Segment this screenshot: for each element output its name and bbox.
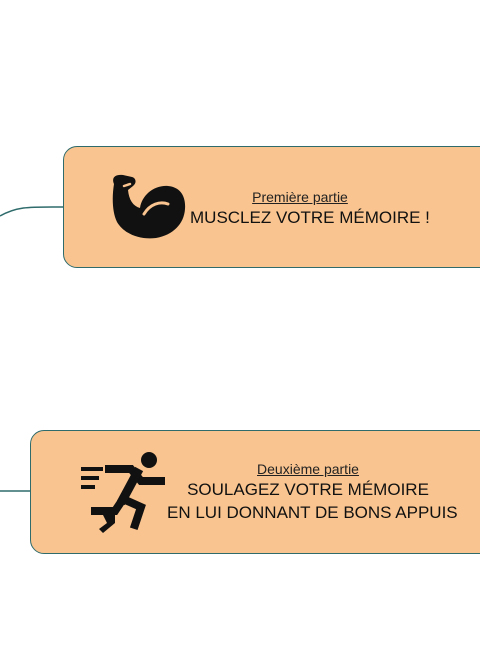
node-text-part-1: Première partie MUSCLEZ VOTRE MÉMOIRE ! xyxy=(190,188,430,229)
node-subtitle: Deuxième partie xyxy=(257,461,359,477)
speed-line-icon xyxy=(81,476,99,480)
node-title-line-2: EN LUI DONNANT DE BONS APPUIS xyxy=(167,503,458,522)
speed-line-icon xyxy=(81,485,95,489)
running-person-icon xyxy=(81,452,165,533)
node-text-part-2: Deuxième partie SOULAGEZ VOTRE MÉMOIRE E… xyxy=(167,460,458,524)
speed-line-icon xyxy=(81,467,103,471)
node-title: MUSCLEZ VOTRE MÉMOIRE ! xyxy=(190,208,430,227)
connector-line-part-1 xyxy=(0,206,64,217)
topic-node-part-1[interactable]: Première partie MUSCLEZ VOTRE MÉMOIRE ! xyxy=(63,146,480,268)
topic-node-part-2[interactable]: Deuxième partie SOULAGEZ VOTRE MÉMOIRE E… xyxy=(30,430,480,554)
runner-head-icon xyxy=(141,452,157,468)
node-subtitle: Première partie xyxy=(252,189,348,205)
flexed-biceps-icon xyxy=(112,174,186,239)
node-title-line-1: SOULAGEZ VOTRE MÉMOIRE xyxy=(187,480,429,499)
